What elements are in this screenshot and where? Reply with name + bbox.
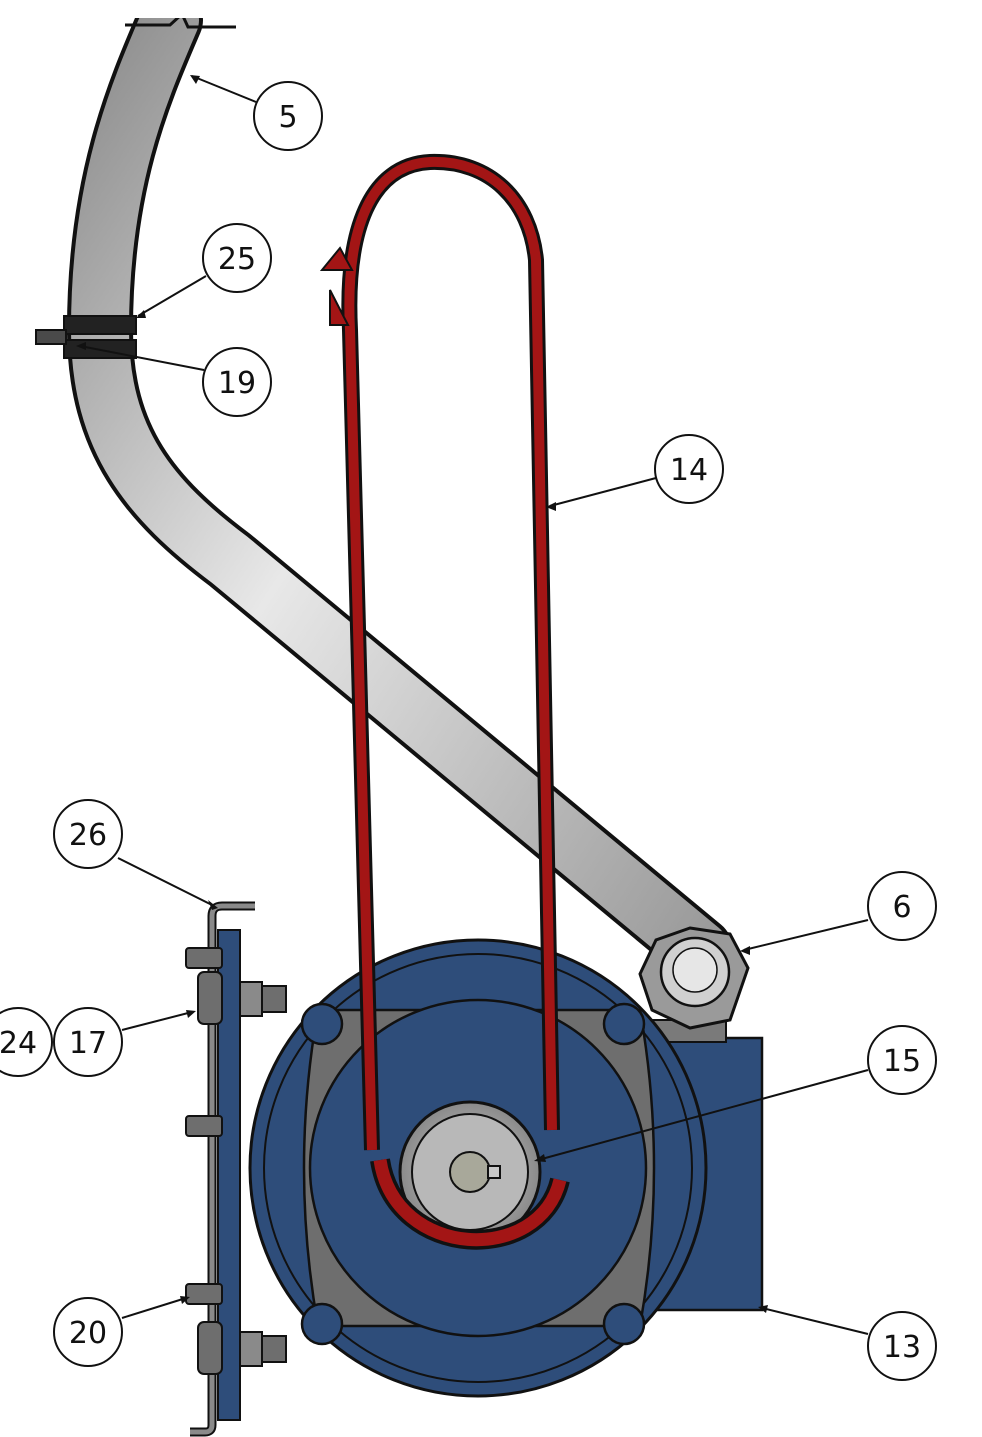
callout-15: 15	[867, 1025, 937, 1095]
callout-20: 20	[53, 1297, 123, 1367]
bracket-bolts	[185, 947, 287, 1375]
svg-text:19: 19	[218, 366, 256, 401]
callout-26: 26	[53, 799, 123, 869]
svg-text:5: 5	[278, 100, 297, 135]
svg-text:20: 20	[69, 1316, 107, 1351]
hex-fitting	[638, 926, 750, 1030]
callout-6: 6	[867, 871, 937, 941]
callout-25: 25	[202, 223, 272, 293]
callout-19: 19	[202, 347, 272, 417]
mounting-bracket	[190, 901, 255, 1437]
svg-text:6: 6	[892, 890, 911, 925]
leader-lines	[79, 75, 869, 1335]
leader-arrowheads	[76, 75, 768, 1313]
callout-14: 14	[654, 434, 724, 504]
svg-text:13: 13	[883, 1330, 921, 1365]
svg-text:26: 26	[69, 818, 107, 853]
svg-text:15: 15	[883, 1044, 921, 1079]
delivery-tube	[66, 0, 733, 983]
drive-chain	[319, 153, 570, 1250]
callout-24: 24	[0, 1007, 53, 1077]
svg-text:17: 17	[69, 1026, 107, 1061]
hose-clamp	[35, 315, 137, 359]
svg-text:24: 24	[0, 1026, 37, 1061]
callout-17: 17	[53, 1007, 123, 1077]
callout-5: 5	[253, 81, 323, 151]
callout-13: 13	[867, 1311, 937, 1381]
svg-text:14: 14	[670, 453, 708, 488]
svg-text:25: 25	[218, 242, 256, 277]
sprocket-hub	[398, 1100, 542, 1244]
